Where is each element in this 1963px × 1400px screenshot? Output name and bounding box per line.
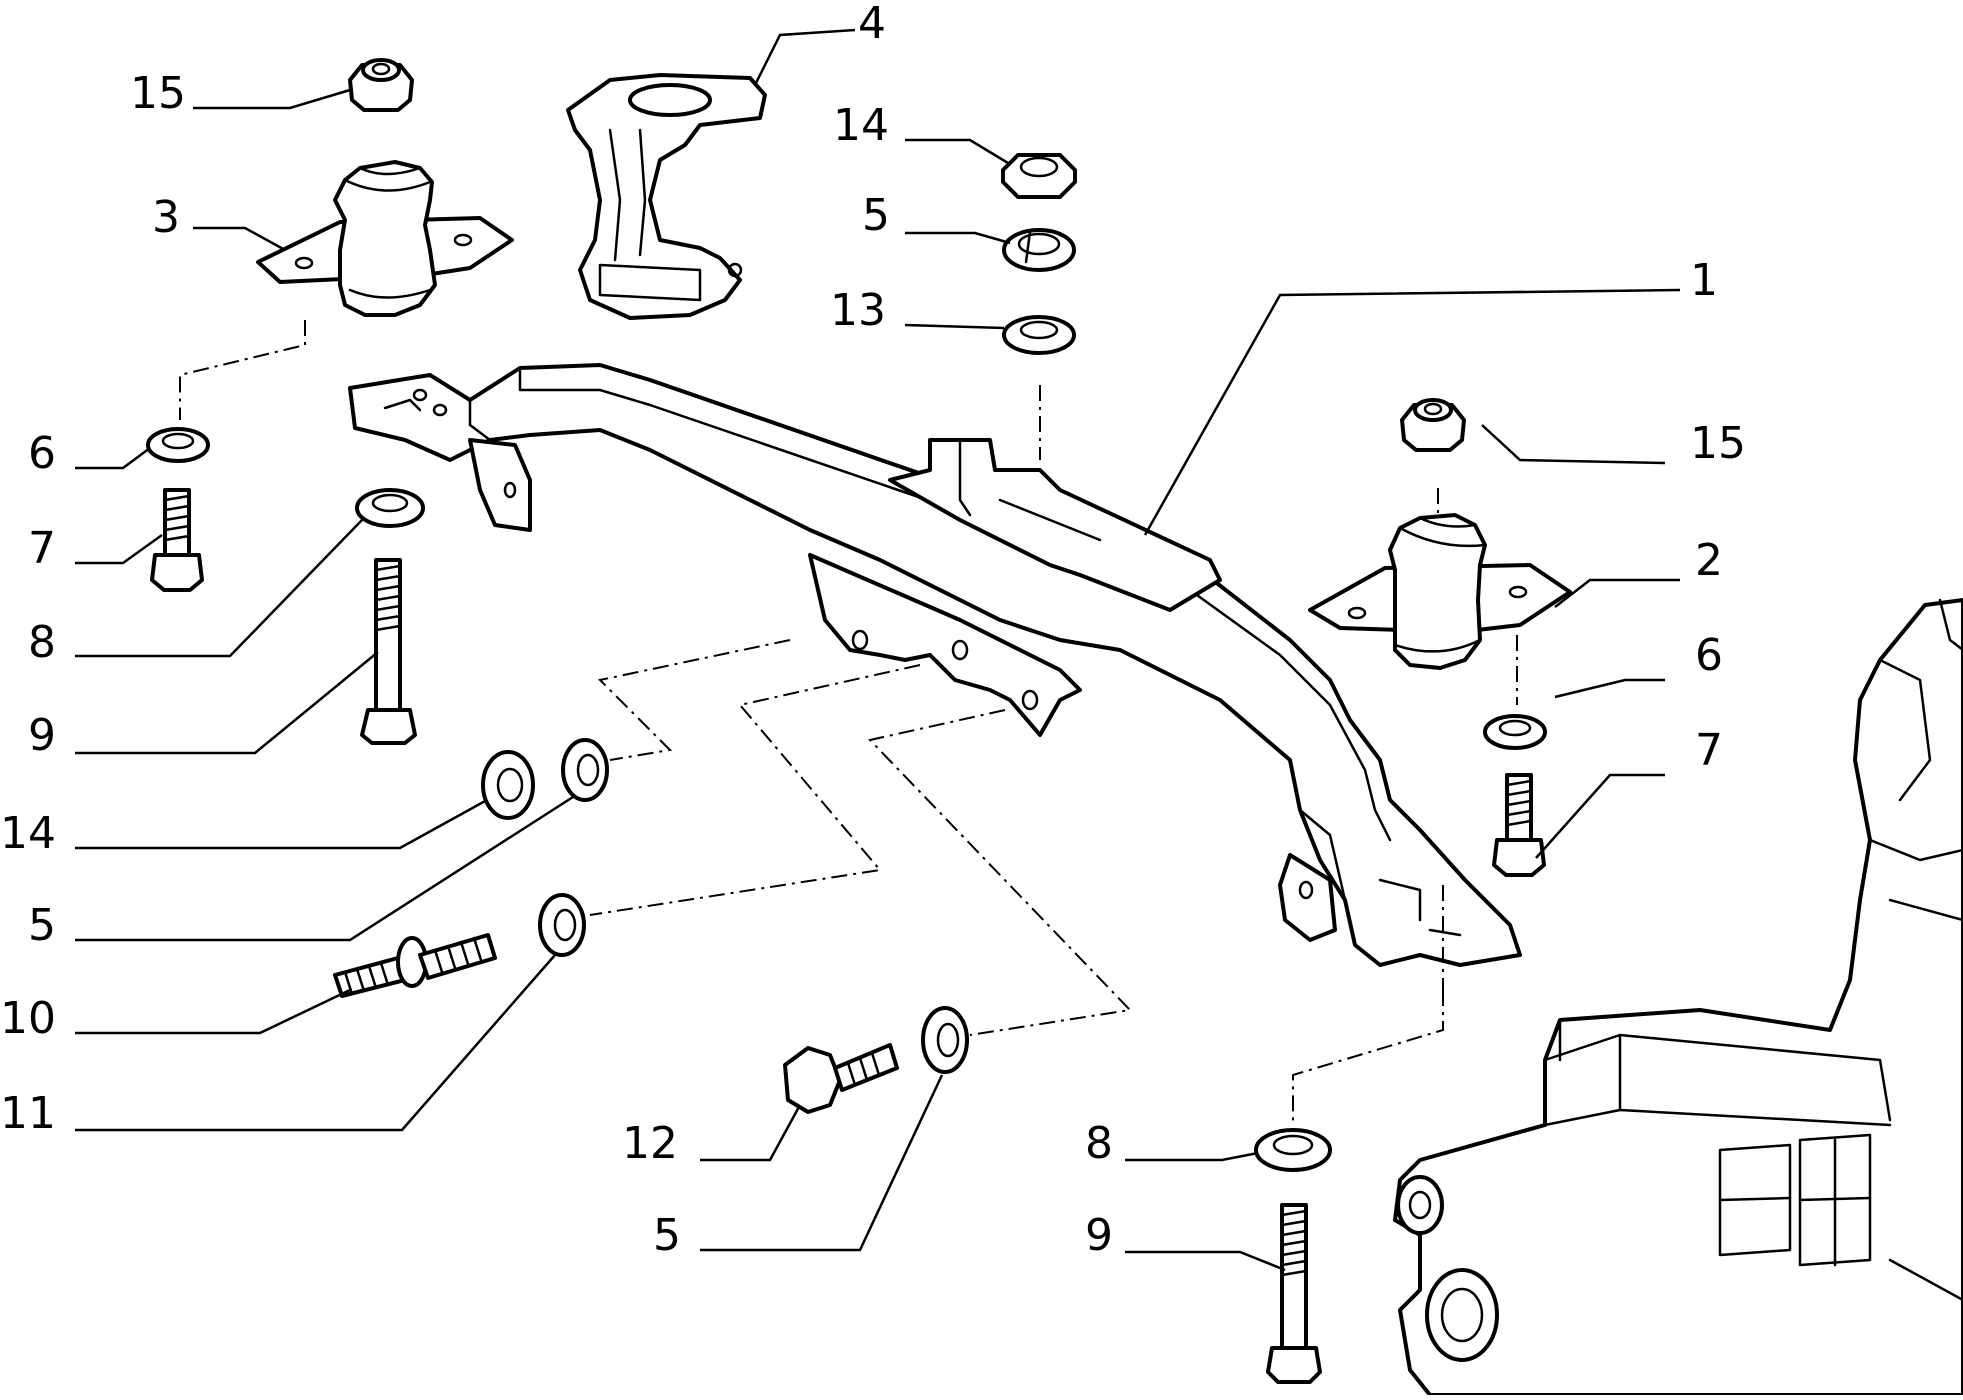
callout-8-right: 8 [1085, 1118, 1113, 1169]
callout-4: 4 [858, 0, 886, 49]
washer-8-left [355, 488, 425, 528]
washer-6-right [1483, 714, 1547, 750]
callout-15-left: 15 [130, 68, 186, 119]
callout-14-top: 14 [833, 100, 889, 151]
callout-12: 12 [622, 1118, 678, 1169]
gearbox-housing [1393, 598, 1963, 1397]
callout-7-right: 7 [1695, 725, 1723, 776]
engine-mount-part-3 [256, 160, 514, 317]
callout-10: 10 [0, 993, 56, 1044]
washer-13 [1002, 315, 1076, 355]
callout-6-left: 6 [28, 428, 56, 479]
bracket-part-4 [566, 73, 767, 320]
bolt-7-right [1492, 773, 1546, 877]
bolt-12 [783, 1043, 899, 1114]
crossmember-part-1 [348, 363, 1522, 967]
nut-14-left [481, 750, 535, 820]
alignment-centerlines [179, 320, 1518, 1125]
callout-9-right: 9 [1085, 1210, 1113, 1261]
callout-15-right: 15 [1690, 418, 1746, 469]
bolt-9-left [360, 558, 417, 745]
callout-5-bottom: 5 [653, 1210, 681, 1261]
spring-washer-5-left [561, 738, 609, 802]
engine-mount-part-2 [1308, 513, 1572, 670]
callout-13: 13 [830, 285, 886, 336]
callout-5-left: 5 [28, 900, 56, 951]
bolt-9-right [1266, 1203, 1322, 1384]
washer-8-right [1254, 1128, 1332, 1172]
bolt-7-left [150, 488, 204, 592]
callout-11: 11 [0, 1088, 56, 1139]
spring-washer-5-top [1002, 228, 1076, 272]
callout-5-top: 5 [862, 190, 890, 241]
stud-10 [333, 933, 497, 998]
nut-14-top [1001, 153, 1077, 199]
callout-1: 1 [1690, 255, 1718, 306]
callout-6-right: 6 [1695, 630, 1723, 681]
callout-9-left: 9 [28, 710, 56, 761]
nut-15-right [1400, 398, 1466, 452]
leader-lines [75, 28, 1681, 1272]
callout-7-left: 7 [28, 523, 56, 574]
callout-2: 2 [1695, 535, 1723, 586]
spring-washer-11 [538, 893, 586, 957]
callout-14-left: 14 [0, 808, 56, 859]
callout-8-left: 8 [28, 617, 56, 668]
spring-washer-5-bottom [921, 1006, 969, 1074]
nut-15-left [348, 58, 414, 112]
washer-6-left [146, 427, 210, 463]
callout-labels: 1 2 3 4 5 5 5 6 6 7 7 8 8 9 9 10 11 12 1… [0, 0, 1746, 1261]
callout-3: 3 [152, 192, 180, 243]
